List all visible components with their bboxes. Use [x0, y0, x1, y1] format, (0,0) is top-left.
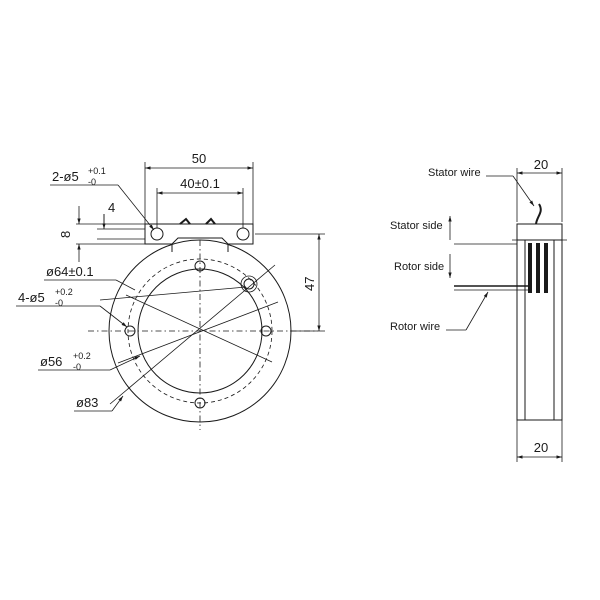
- tab-neck: [171, 244, 229, 252]
- dia-56-label: ø56: [40, 354, 62, 369]
- stator-wire-line: [535, 203, 542, 225]
- rotor-wire-label: Rotor wire: [390, 321, 440, 333]
- dim-47-label: 47: [302, 277, 317, 291]
- leader-4-holes: [99, 286, 247, 301]
- leader-d83: [109, 264, 276, 405]
- side-view: 20 20 Stator wire Stator side Rotor side: [390, 157, 567, 462]
- dia-64-leader: [115, 279, 136, 291]
- dia-83-leader: [111, 395, 124, 412]
- hole-4-tol-down: -0: [55, 298, 63, 308]
- tab-hole-right: [236, 227, 250, 241]
- flange-hole: [243, 278, 255, 290]
- hole-2-tol-up: +0.1: [88, 166, 106, 176]
- tab-wire-clips: [179, 217, 216, 225]
- mounting-hole-bottom: [194, 397, 206, 409]
- tab-hole-left: [150, 227, 164, 241]
- rotor-side-label: Rotor side: [394, 261, 444, 273]
- hole-2-label: 2-ø5: [52, 169, 79, 184]
- stator-wire-leader: [512, 175, 535, 207]
- flange-hole-boss: [240, 275, 258, 293]
- dia-83-label: ø83: [76, 395, 98, 410]
- hole-2-leader: [117, 184, 155, 231]
- brush-ring-1: [528, 243, 532, 293]
- stator-block: [516, 223, 563, 241]
- brush-ring-3: [544, 243, 548, 293]
- leader-d56: [117, 301, 279, 364]
- hole-4-tol-up: +0.2: [55, 287, 73, 297]
- bolt-circle-d64: [127, 258, 273, 404]
- hole-4-leader: [99, 305, 128, 328]
- front-view: 50 40±0.1 2-ø5 +0.1 -0 4 8 47 ø64±0.1: [16, 151, 325, 430]
- mounting-hole-right: [260, 325, 272, 337]
- stator-wire-label: Stator wire: [428, 167, 481, 179]
- inner-bore-d56: [137, 268, 263, 394]
- mounting-hole-left: [124, 325, 136, 337]
- brush-ring-2: [536, 243, 540, 293]
- rotor-wire-leader: [465, 291, 489, 331]
- dim-4-label: 4: [108, 200, 115, 215]
- dim-40-label: 40±0.1: [180, 176, 220, 191]
- dia-56-leader: [109, 355, 141, 371]
- dia-56-tol-down: -0: [73, 362, 81, 372]
- dim-8-label: 8: [58, 231, 73, 238]
- dim-bottom-20-label: 20: [534, 440, 548, 455]
- leader-d64: [125, 294, 273, 363]
- hole-2-tol-down: -0: [88, 177, 96, 187]
- dim-top-20-label: 20: [534, 157, 548, 172]
- dia-56-tol-up: +0.2: [73, 351, 91, 361]
- mounting-hole-top: [194, 260, 206, 272]
- stator-side-label: Stator side: [390, 220, 443, 232]
- mounting-tab: [144, 223, 254, 245]
- dim-50-label: 50: [192, 151, 206, 166]
- dia-64-label: ø64±0.1: [46, 264, 94, 279]
- hole-4-label: 4-ø5: [18, 290, 45, 305]
